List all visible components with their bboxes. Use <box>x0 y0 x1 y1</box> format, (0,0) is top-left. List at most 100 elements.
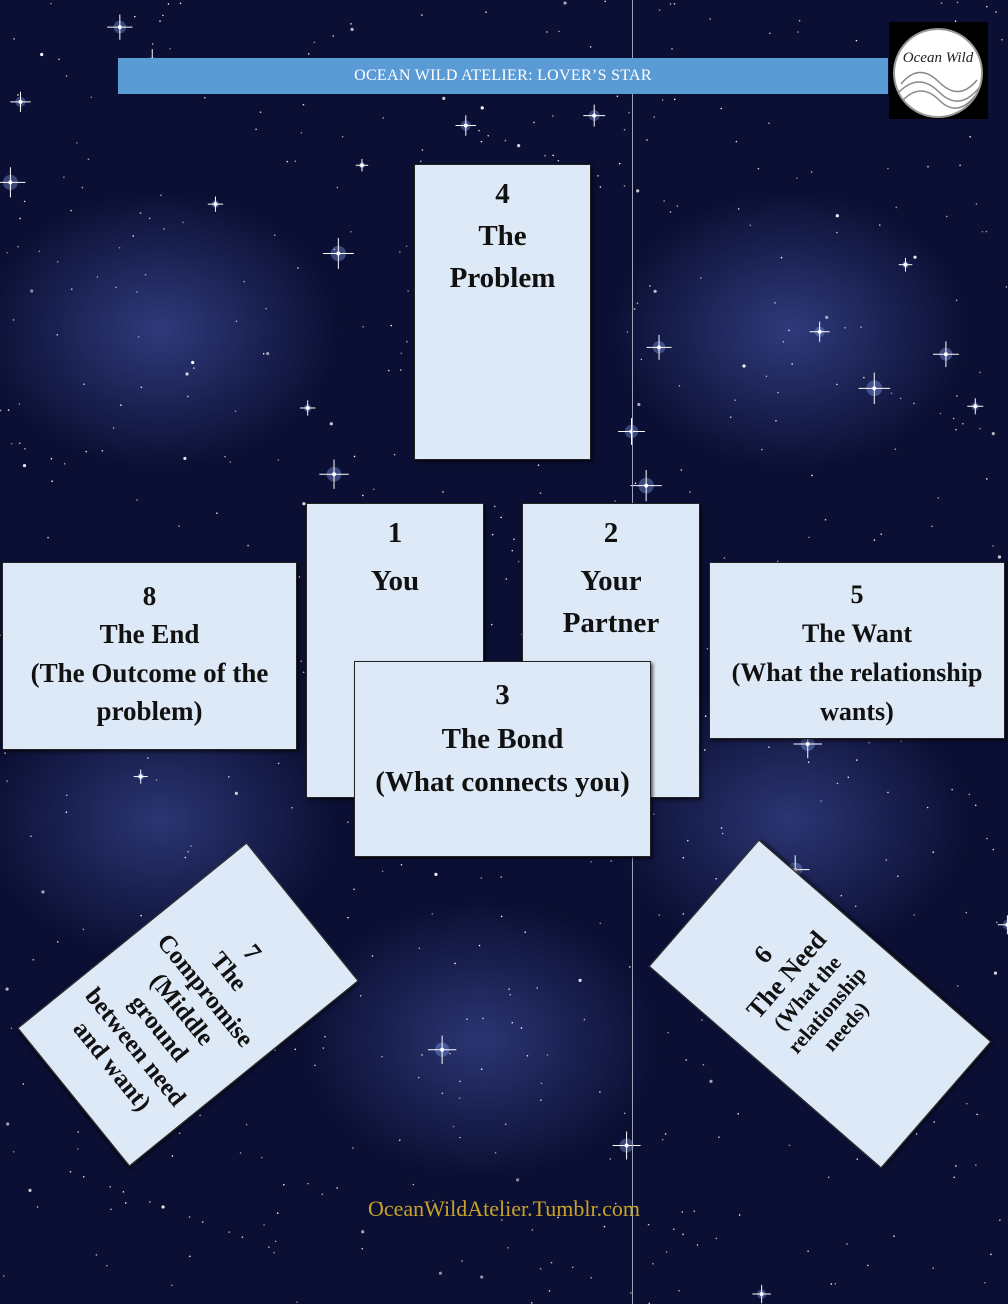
star <box>199 1114 201 1117</box>
star <box>965 911 968 914</box>
star <box>671 48 673 50</box>
star <box>268 1246 270 1248</box>
star <box>563 1 567 5</box>
star <box>380 1202 382 1204</box>
star <box>40 52 44 57</box>
star <box>536 987 538 989</box>
star <box>350 23 352 25</box>
star <box>626 331 629 333</box>
star <box>347 821 349 823</box>
star <box>480 140 483 143</box>
star <box>926 806 929 809</box>
star <box>539 1267 542 1270</box>
star <box>0 409 2 412</box>
star <box>899 397 902 400</box>
star <box>1001 38 1003 41</box>
star <box>937 497 940 499</box>
bright-star <box>10 91 31 112</box>
star <box>56 334 59 336</box>
star <box>685 1059 687 1061</box>
ocean-wild-logo: Ocean Wild <box>889 22 988 119</box>
star <box>243 280 245 283</box>
star <box>702 1064 705 1066</box>
star <box>167 3 170 5</box>
star <box>956 985 959 987</box>
card-number: 2 <box>603 517 619 549</box>
star <box>986 837 988 840</box>
star <box>420 160 422 163</box>
star <box>511 549 514 552</box>
star <box>76 1148 79 1150</box>
bright-star <box>967 398 984 415</box>
star <box>286 160 289 163</box>
star <box>347 916 349 919</box>
star <box>757 167 760 170</box>
star <box>737 1113 740 1115</box>
star <box>82 928 85 931</box>
star <box>854 905 857 908</box>
star <box>398 1139 401 1141</box>
star <box>118 246 121 249</box>
star <box>41 890 45 894</box>
star <box>187 395 189 398</box>
star <box>302 103 305 106</box>
star <box>590 861 592 863</box>
card-label: The End <box>99 619 200 650</box>
star <box>480 1068 483 1070</box>
star <box>187 850 189 853</box>
star <box>768 746 770 748</box>
star <box>161 1205 165 1209</box>
star <box>336 186 339 189</box>
star <box>66 794 68 797</box>
star <box>50 2 52 5</box>
star <box>454 962 456 965</box>
star <box>623 128 626 131</box>
star <box>178 1132 181 1134</box>
star <box>300 132 303 134</box>
star <box>147 757 149 759</box>
star <box>985 230 988 233</box>
star <box>548 1290 551 1292</box>
star <box>878 224 881 226</box>
star <box>939 412 942 415</box>
star <box>10 1027 13 1030</box>
footer-url[interactable]: OceanWildAtelier.Tumblr.com <box>367 1196 641 1221</box>
star <box>28 1188 32 1192</box>
star <box>178 525 180 527</box>
star <box>991 431 995 436</box>
star <box>159 20 161 22</box>
star <box>558 30 560 33</box>
star <box>504 1123 507 1126</box>
star <box>4 752 6 754</box>
star <box>96 276 99 278</box>
star <box>515 1178 520 1182</box>
star <box>387 369 390 372</box>
bright-star <box>133 769 148 784</box>
bright-star <box>319 459 349 489</box>
star <box>737 208 740 210</box>
star <box>261 1156 263 1159</box>
star <box>418 947 421 950</box>
star <box>109 1186 111 1188</box>
star <box>636 302 639 305</box>
star <box>749 224 752 227</box>
bright-star <box>0 167 26 198</box>
star <box>863 376 865 379</box>
star <box>932 851 934 854</box>
star <box>720 827 723 829</box>
star <box>658 9 661 11</box>
star <box>277 762 280 765</box>
star <box>931 525 933 528</box>
star <box>193 367 195 369</box>
star <box>637 402 641 407</box>
star <box>487 134 490 137</box>
star <box>300 660 303 662</box>
star <box>537 464 540 466</box>
star <box>390 324 393 327</box>
bright-star <box>933 341 959 368</box>
star <box>664 1133 667 1135</box>
star <box>885 859 888 861</box>
star <box>65 75 68 77</box>
star <box>531 1229 534 1231</box>
star <box>894 448 897 451</box>
